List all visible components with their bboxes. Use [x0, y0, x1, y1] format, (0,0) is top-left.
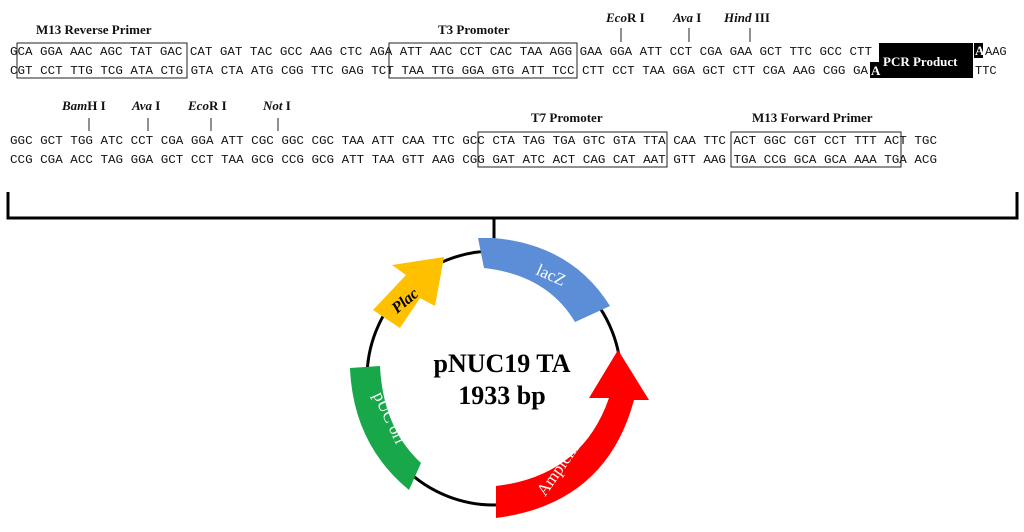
a-overhang-top-box	[974, 43, 983, 58]
sequence-row1-bottom-strand: CGT CCT TTG TCG ATA CTG GTA CTA ATG CGG …	[10, 64, 869, 78]
pcr-product-insert	[879, 43, 973, 78]
avai-site-label-1: Ava I	[672, 10, 701, 25]
sequence-row2-top-strand: GGC GCT TGG ATC CCT CGA GGA ATT CGC GGC …	[10, 134, 937, 148]
m13-forward-primer-box	[730, 131, 902, 168]
bamhi-site-label: BamH I	[61, 98, 106, 113]
sequence-row1-top-end: AAG	[985, 45, 1007, 59]
noti-site-label: Not I	[262, 98, 291, 113]
lacz-feature-arc	[478, 238, 610, 322]
a-overhang-bottom-box	[870, 62, 879, 78]
a-overhang-bottom: A	[871, 63, 881, 78]
m13-reverse-primer-box	[16, 42, 188, 79]
hindiii-site-label: Hind III	[723, 10, 770, 25]
ecori-site-label-1: EcoR I	[605, 10, 645, 25]
ampicillin-feature-arrow	[496, 350, 649, 518]
avai-site-label-2: Ava I	[131, 98, 160, 113]
sequence-row1-top-strand: GCA GGA AAC AGC TAT GAC CAT GAT TAC GCC …	[10, 45, 872, 59]
plasmid-size: 1933 bp	[458, 381, 545, 410]
m13-forward-primer-label: M13 Forward Primer	[752, 110, 873, 125]
plasmid-name: pNUC19 TA	[433, 349, 570, 378]
t3-promoter-label: T3 Promoter	[438, 22, 510, 37]
ecori-site-label-2: EcoR I	[187, 98, 227, 113]
a-overhang-top: A	[975, 43, 985, 58]
plac-promoter-arrow	[373, 257, 444, 328]
mcs-bracket	[6, 192, 1019, 220]
sequence-row1-bottom-end: TTC	[975, 64, 997, 78]
puc-ori-feature-arc	[350, 366, 421, 490]
m13-reverse-primer-label: M13 Reverse Primer	[36, 22, 152, 37]
t3-promoter-box	[388, 42, 578, 79]
sequence-row2-bottom-strand: CCG CGA ACC TAG GGA GCT CCT TAA GCG CCG …	[10, 153, 937, 167]
t7-promoter-label: T7 Promoter	[531, 110, 603, 125]
pcr-product-label: PCR Product	[883, 54, 958, 69]
t7-promoter-box	[477, 131, 668, 168]
